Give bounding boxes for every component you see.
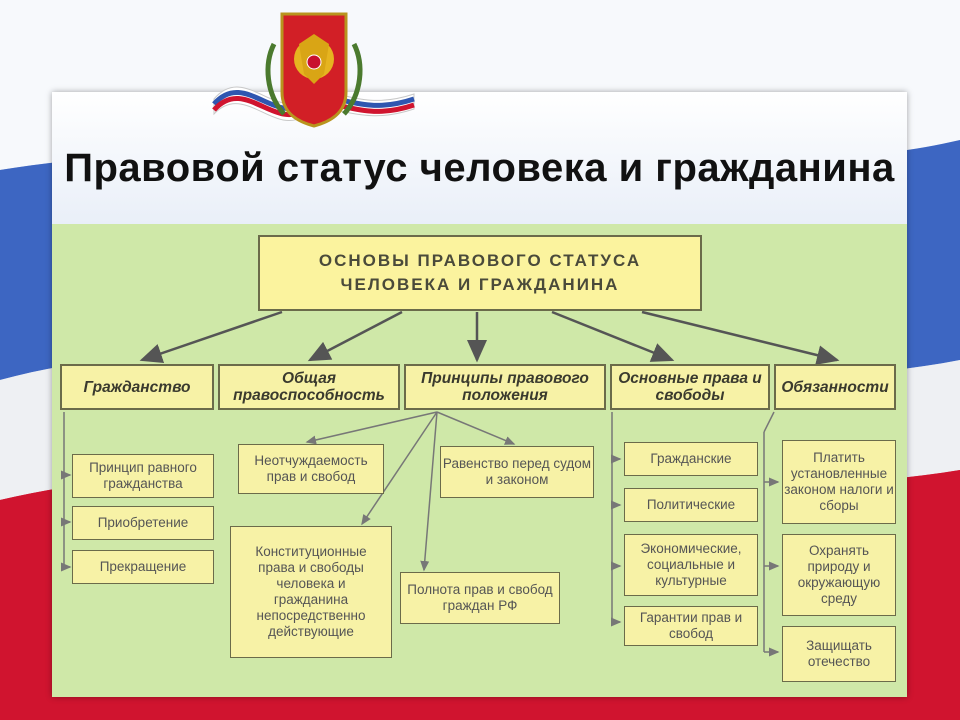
- rights-item-label: Политические: [646, 497, 736, 512]
- duties-item: Платить установленные законом налоги и с…: [782, 440, 896, 524]
- duties-item-label: Платить установленные законом налоги и с…: [784, 450, 894, 513]
- citizenship-item-label: Прекращение: [99, 559, 187, 574]
- category-citizenship-label: Гражданство: [83, 378, 191, 396]
- page-title: Правовой статус человека и гражданина: [64, 146, 895, 190]
- citizenship-item: Приобретение: [72, 506, 214, 540]
- duties-item: Защищать отечество: [782, 626, 896, 682]
- duties-item-label: Защищать отечество: [806, 638, 872, 669]
- slide-header-area: [52, 92, 907, 224]
- category-rights: Основные права и свободы: [610, 364, 770, 410]
- category-capacity-label: Общая правоспособность: [233, 370, 385, 404]
- category-principles-label: Принципы правового положения: [421, 370, 589, 404]
- category-duties-label: Обязанности: [781, 378, 889, 396]
- rights-item: Экономические, социальные и культурные: [624, 534, 758, 596]
- citizenship-item-label: Приобретение: [97, 515, 189, 530]
- principle-equality: Равенство перед судом и законом: [440, 446, 594, 498]
- rights-item: Гарантии прав и свобод: [624, 606, 758, 646]
- category-citizenship: Гражданство: [60, 364, 214, 410]
- root-label: ОСНОВЫ ПРАВОВОГО СТАТУСА ЧЕЛОВЕКА И ГРАЖ…: [318, 251, 642, 294]
- principle-equality-label: Равенство перед судом и законом: [442, 456, 592, 487]
- citizenship-item: Принцип равного гражданства: [72, 454, 214, 498]
- rights-item: Гражданские: [624, 442, 758, 476]
- diagram-connectors: [61, 310, 840, 657]
- rights-item-label: Гражданские: [650, 451, 732, 466]
- root-box: ОСНОВЫ ПРАВОВОГО СТАТУСА ЧЕЛОВЕКА И ГРАЖ…: [258, 235, 702, 311]
- principle-inalienability: Неотчуждаемость прав и свобод: [238, 444, 384, 494]
- category-capacity: Общая правоспособность: [218, 364, 400, 410]
- category-duties: Обязанности: [774, 364, 896, 410]
- coat-of-arms-emblem: [212, 12, 415, 128]
- duties-item: Охранять природу и окружающую среду: [782, 534, 896, 616]
- rights-item: Политические: [624, 488, 758, 522]
- principle-completeness-label: Полнота прав и свобод граждан РФ: [407, 582, 553, 613]
- rights-item-label: Экономические, социальные и культурные: [640, 541, 742, 588]
- slide-panel: Правовой статус человека и гражданина: [52, 12, 907, 697]
- principle-constitutional: Конституционные права и свободы человека…: [230, 526, 392, 658]
- principle-completeness: Полнота прав и свобод граждан РФ: [400, 572, 560, 624]
- rights-item-label: Гарантии прав и свобод: [639, 610, 743, 641]
- citizenship-item: Прекращение: [72, 550, 214, 584]
- duties-item-label: Охранять природу и окружающую среду: [797, 543, 881, 606]
- principle-inalienability-label: Неотчуждаемость прав и свобод: [254, 453, 368, 484]
- category-principles: Принципы правового положения: [404, 364, 606, 410]
- citizenship-item-label: Принцип равного гражданства: [89, 460, 197, 491]
- category-rights-label: Основные права и свободы: [618, 370, 762, 404]
- principle-constitutional-label: Конституционные права и свободы человека…: [255, 544, 367, 639]
